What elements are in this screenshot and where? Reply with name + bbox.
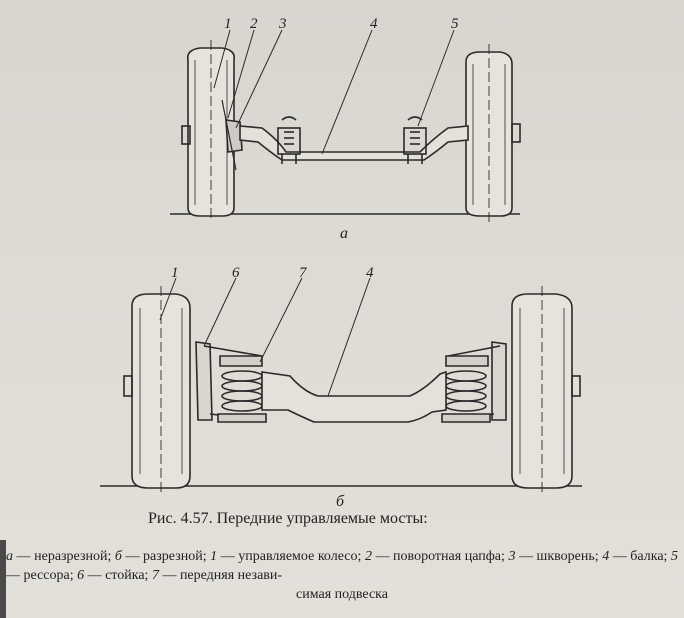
coil-spring-left bbox=[217, 355, 267, 423]
callout-1-top: 1 bbox=[224, 16, 232, 32]
callout-7-bottom: 7 bbox=[299, 265, 308, 281]
figure-caption-title: Рис. 4.57. Передние управляемые мосты: bbox=[148, 510, 428, 527]
axle-diagram: 1 2 3 4 5 а bbox=[100, 16, 582, 510]
legend-item-6: 6 — стойка; bbox=[77, 568, 152, 583]
rigid-axle-drawing bbox=[170, 29, 521, 222]
page-edge-shadow bbox=[0, 540, 6, 618]
right-wheel-bottom bbox=[511, 286, 581, 496]
figure-caption-legend: а — неразрезной; б — разрезной; 1 — упра… bbox=[6, 547, 678, 604]
legend-item-a: а — неразрезной; bbox=[6, 549, 115, 564]
legend-item-b: б — разрезной; bbox=[114, 549, 211, 564]
top-callouts: 1 2 3 4 5 а bbox=[224, 16, 459, 242]
independent-suspension-drawing bbox=[100, 277, 582, 496]
sublabel-a: а bbox=[340, 225, 348, 242]
legend-item-2: 2 — поворотная цапфа; bbox=[364, 549, 509, 564]
callout-6-bottom: 6 bbox=[232, 265, 240, 281]
bottom-callouts: 1 6 7 4 б bbox=[171, 265, 374, 510]
left-wheel-top bbox=[181, 40, 236, 222]
callout-4-top: 4 bbox=[370, 16, 378, 32]
callout-4-bottom: 4 bbox=[366, 265, 374, 281]
callout-1-bottom: 1 bbox=[171, 265, 179, 281]
legend-item-7: 7 — передняя незави- bbox=[151, 568, 283, 583]
callout-3-top: 3 bbox=[278, 16, 287, 32]
legend-item-4: 4 — балка; bbox=[602, 549, 672, 564]
coil-spring-right bbox=[441, 355, 491, 423]
legend-item-1: 1 — управляемое колесо; bbox=[210, 549, 365, 564]
legend-item-3: 3 — шкворень; bbox=[508, 549, 603, 564]
legend-item-5: 5 — рессора; bbox=[6, 549, 679, 583]
callout-5-top: 5 bbox=[451, 16, 459, 32]
legend-last-line: симая подвеска bbox=[296, 587, 388, 602]
right-wheel-top bbox=[465, 44, 521, 222]
spring-left bbox=[277, 116, 301, 164]
sublabel-b: б bbox=[336, 493, 345, 510]
callout-2-top: 2 bbox=[250, 16, 258, 32]
left-wheel-bottom bbox=[123, 286, 191, 496]
